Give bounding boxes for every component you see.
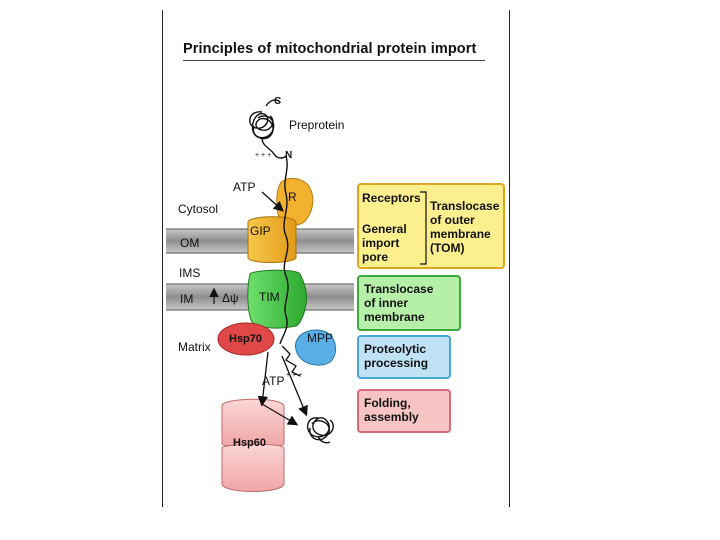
receptor-label: R — [288, 190, 297, 204]
legend-box-tim — [357, 275, 461, 331]
cytosol-label: Cytosol — [178, 202, 219, 216]
legend-box-folding — [357, 389, 451, 433]
mpp-label: MPP — [307, 331, 334, 345]
legend-receptors: Receptors — [362, 191, 421, 205]
ims-label: IMS — [179, 266, 201, 280]
c-terminus-label: C — [274, 96, 282, 107]
tim-label: TIM — [259, 290, 280, 304]
folded-protein — [307, 417, 334, 444]
legend-tim: Translocase of inner membrane — [364, 282, 434, 324]
legend-folding: Folding, assembly — [364, 396, 419, 424]
delta-psi-label: Δψ — [222, 291, 239, 305]
legend-proteolytic: Proteolytic processing — [364, 342, 429, 370]
legend-box-proteolytic — [357, 335, 451, 379]
im-label: IM — [180, 292, 194, 306]
atp-bottom-label: ATP — [262, 374, 285, 388]
hsp60-label: Hsp60 — [233, 437, 267, 449]
tim-complex — [247, 269, 307, 329]
legend-box-tom — [357, 183, 505, 269]
matrix-label: Matrix — [178, 340, 211, 354]
presequence-fragment — [281, 345, 301, 377]
translocating-chain — [279, 155, 289, 345]
om-label: OM — [180, 236, 200, 250]
charges-bottom: + + + — [286, 372, 303, 379]
preprotein-tangle — [249, 99, 287, 159]
atp-top-label: ATP — [233, 180, 256, 194]
preprotein-label: Preprotein — [289, 118, 345, 132]
hsp70-label: Hsp70 — [229, 333, 263, 345]
tom-bracket — [420, 191, 427, 265]
hsp70 — [217, 322, 275, 356]
title-underline — [183, 60, 485, 61]
diagram-title: Principles of mitochondrial protein impo… — [183, 41, 477, 57]
gip-label: GIP — [250, 224, 271, 238]
legend-general-import-pore: General import pore — [362, 222, 407, 264]
charges-top: + + + — [255, 152, 272, 159]
mpp — [295, 329, 336, 366]
legend-tom: Translocase of outer membrane (TOM) — [430, 199, 500, 255]
n-terminus-label: N — [285, 150, 293, 161]
